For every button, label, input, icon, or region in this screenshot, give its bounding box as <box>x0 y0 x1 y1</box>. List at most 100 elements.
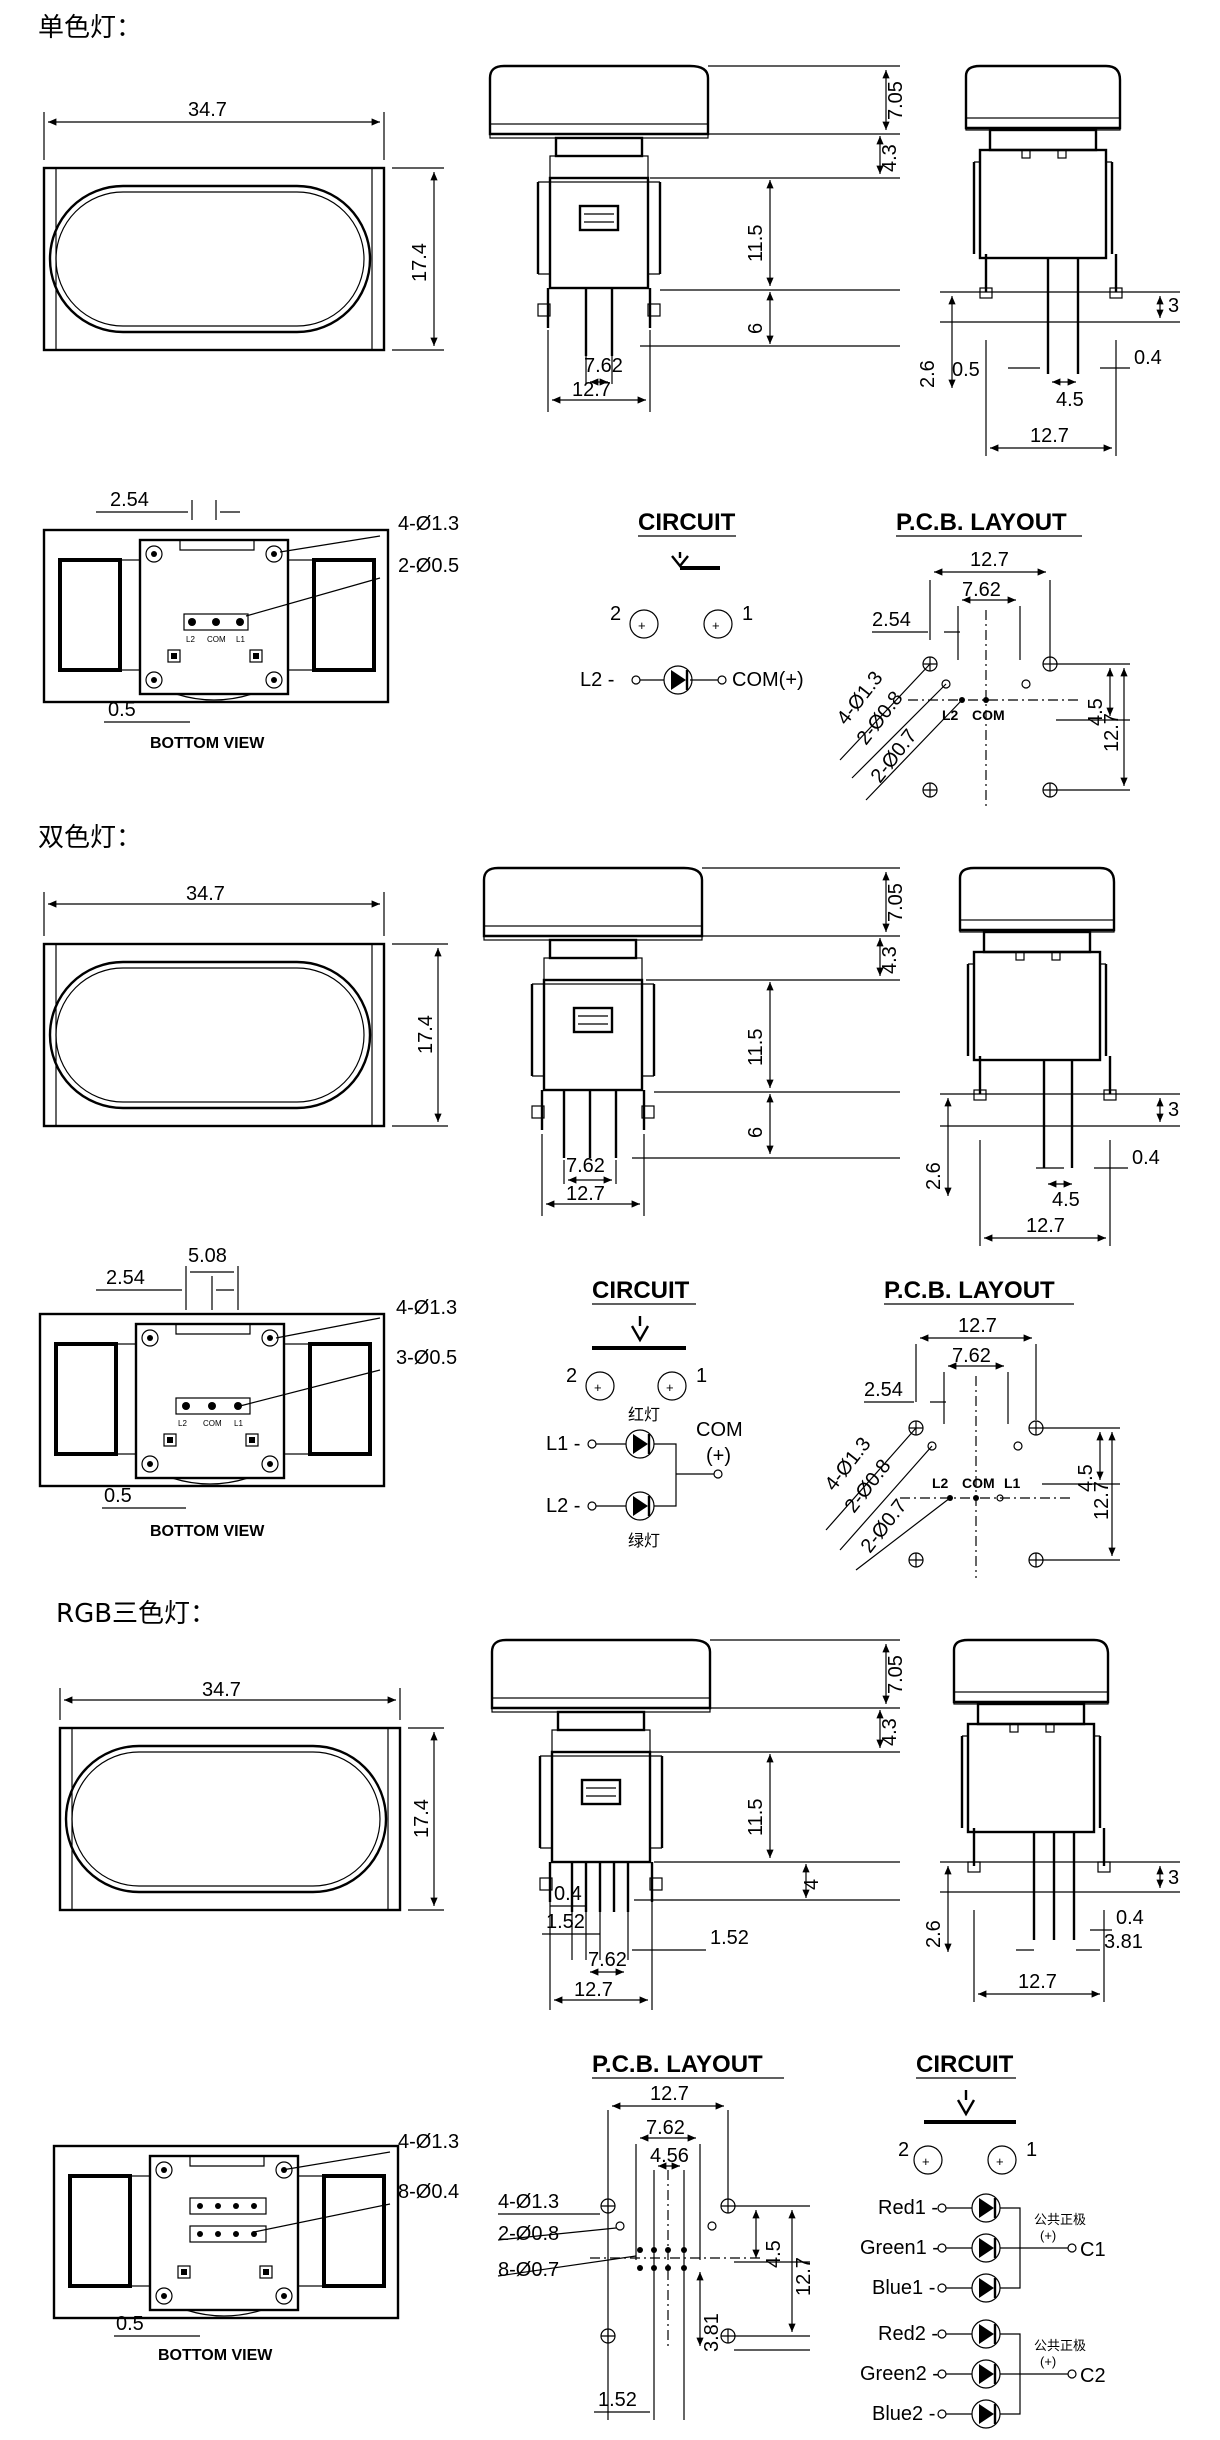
front-p2-dim: 1.52 <box>710 1927 749 1949</box>
front-t-dim: 0.4 <box>554 1883 582 1905</box>
pitch-inner-dim: 7.62 <box>584 355 623 377</box>
front-view <box>488 64 710 356</box>
cap-height-dim: 7.05 <box>885 1655 907 1694</box>
pcb-v2: 12.7 <box>1091 1481 1113 1520</box>
side-pin-len-dim: 3 <box>1168 295 1179 317</box>
pitch-inner-dim: 7.62 <box>566 1155 605 1177</box>
bottom-hole-small: 2-Ø0.5 <box>398 555 459 577</box>
svg-text:+: + <box>922 2154 930 2169</box>
circuit-green2: Green2 - <box>860 2363 939 2385</box>
pcb-l1: L1 <box>1004 1475 1021 1491</box>
pin-label-l1: L1 <box>236 635 245 644</box>
top-width-dim: 34.7 <box>188 99 227 121</box>
circuit-pin2: 2 <box>610 603 621 625</box>
pcb-v1: 4.5 <box>1075 1464 1097 1492</box>
pitch-outer-dim: 12.7 <box>572 379 611 401</box>
pcb-v2: 12.7 <box>793 2257 815 2296</box>
pcb-title: P.C.B. LAYOUT <box>884 1277 1055 1304</box>
circuit-green1: Green1 - <box>860 2237 939 2259</box>
pins <box>537 288 661 356</box>
pcb-v3: 3.81 <box>701 2313 723 2352</box>
pcb-w2: 7.62 <box>952 1345 991 1367</box>
pcb-holes1: 4-Ø1.3 <box>498 2191 559 2213</box>
circuit-pin1: 1 <box>696 1365 707 1387</box>
bottom-view-caption: BOTTOM VIEW <box>150 1523 265 1540</box>
pcb-l2: L2 <box>942 707 959 723</box>
circuit-plus-1: (+) <box>1040 2228 1056 2243</box>
circuit-com: COM(+) <box>732 669 804 691</box>
side-width-dim: 12.7 <box>1026 1215 1065 1237</box>
bottom-hole-small: 3-Ø0.5 <box>396 1347 457 1369</box>
section-dual-color: 双色灯： 34.7 17.4 7.05 4.3 11.5 6 7.62 <box>38 823 1180 1578</box>
circuit-plus: (+) <box>706 1445 731 1467</box>
circuit-diagram: CIRCUIT + + 2 1 红灯 L1 - L2 - COM (+) 绿灯 <box>546 1277 743 1550</box>
circuit-l2: L2 - <box>580 669 614 691</box>
top-height-dim: 17.4 <box>415 1015 437 1054</box>
side-stand-dim: 2.6 <box>923 1162 945 1190</box>
top-view <box>58 1726 402 1912</box>
pcb-com: COM <box>962 1475 995 1491</box>
front-view <box>482 866 704 1158</box>
circuit-blue1: Blue1 - <box>872 2277 935 2299</box>
neck-height-dim: 4.3 <box>879 946 901 974</box>
bottom-pitch2-dim: 5.08 <box>188 1245 227 1267</box>
pin-length-dim: 6 <box>745 1127 767 1138</box>
svg-text:+: + <box>638 618 646 633</box>
bottom-pitch-dim: 2.54 <box>106 1267 145 1289</box>
pcb-w2: 7.62 <box>962 579 1001 601</box>
bottom-hole-big: 4-Ø1.3 <box>396 1297 457 1319</box>
body-height-dim: 11.5 <box>745 1029 767 1066</box>
circuit-title: CIRCUIT <box>638 509 736 536</box>
pin-label-com: COM <box>203 1419 222 1428</box>
pcb-w1: 12.7 <box>650 2083 689 2105</box>
front-view <box>490 1638 712 1912</box>
neck-height-dim: 4.3 <box>879 144 901 172</box>
bottom-view: L2 COM L1 <box>42 528 390 704</box>
side-stand-dim: 2.6 <box>923 1920 945 1948</box>
section-single-color: 单色灯： 34.7 17.4 7.05 4.3 11.5 6 <box>38 13 1180 810</box>
top-view <box>42 942 386 1128</box>
bottom-edge-dim: 0.5 <box>108 699 136 721</box>
bottom-edge-dim: 0.5 <box>104 1485 132 1507</box>
side-view <box>958 866 1117 1168</box>
section-title: 单色灯： <box>38 13 142 43</box>
pin-label-l1: L1 <box>234 1419 243 1428</box>
pcb-w3: 2.54 <box>864 1379 903 1401</box>
neck-height-dim: 4.3 <box>879 1718 901 1746</box>
top-width-dim: 34.7 <box>202 1679 241 1701</box>
side-width-dim: 12.7 <box>1018 1971 1057 1993</box>
pitch-outer-dim: 12.7 <box>566 1183 605 1205</box>
pcb-layout: P.C.B. LAYOUT 12.7 7.62 2.54 L2 COM 4.5 … <box>833 509 1130 810</box>
top-height-dim: 17.4 <box>409 243 431 282</box>
circuit-pin2: 2 <box>566 1365 577 1387</box>
pcb-w1: 12.7 <box>958 1315 997 1337</box>
bottom-edge-dim: 0.5 <box>116 2313 144 2335</box>
top-view <box>42 166 386 352</box>
svg-text:+: + <box>666 1380 674 1395</box>
bottom-view-caption: BOTTOM VIEW <box>150 735 265 752</box>
section-title: 双色灯： <box>38 823 142 853</box>
side-spacing-dim: 3.81 <box>1104 1931 1143 1953</box>
body-height-dim: 11.5 <box>745 225 767 262</box>
side-pin-len-dim: 3 <box>1168 1099 1179 1121</box>
pcb-com: COM <box>972 707 1005 723</box>
pin-label-l2: L2 <box>178 1419 187 1428</box>
bottom-view-caption: BOTTOM VIEW <box>158 2347 273 2364</box>
side-view <box>964 64 1123 374</box>
circuit-blue2: Blue2 - <box>872 2403 935 2425</box>
circuit-red2: Red2 - <box>878 2323 938 2345</box>
side-view <box>952 1638 1111 1940</box>
body-height-dim: 11.5 <box>745 1799 767 1836</box>
side-pin-len-dim: 3 <box>1168 1867 1179 1889</box>
pitch-outer-dim: 12.7 <box>574 1979 613 2001</box>
circuit-pin2: 2 <box>898 2139 909 2161</box>
circuit-diagram: CIRCUIT + + 2 1 Red1 - Green1 - Blue1 - … <box>860 2051 1106 2430</box>
section-title: RGB三色灯： <box>56 1599 216 1629</box>
side-width-dim: 12.7 <box>1030 425 1069 447</box>
circuit-green-label: 绿灯 <box>628 1531 660 1550</box>
bottom-view <box>52 2144 400 2320</box>
circuit-com: COM <box>696 1419 743 1441</box>
bottom-hole-big: 4-Ø1.3 <box>398 2131 459 2153</box>
top-height-dim: 17.4 <box>411 1799 433 1838</box>
side-t2-dim: 0.4 <box>1116 1907 1144 1929</box>
